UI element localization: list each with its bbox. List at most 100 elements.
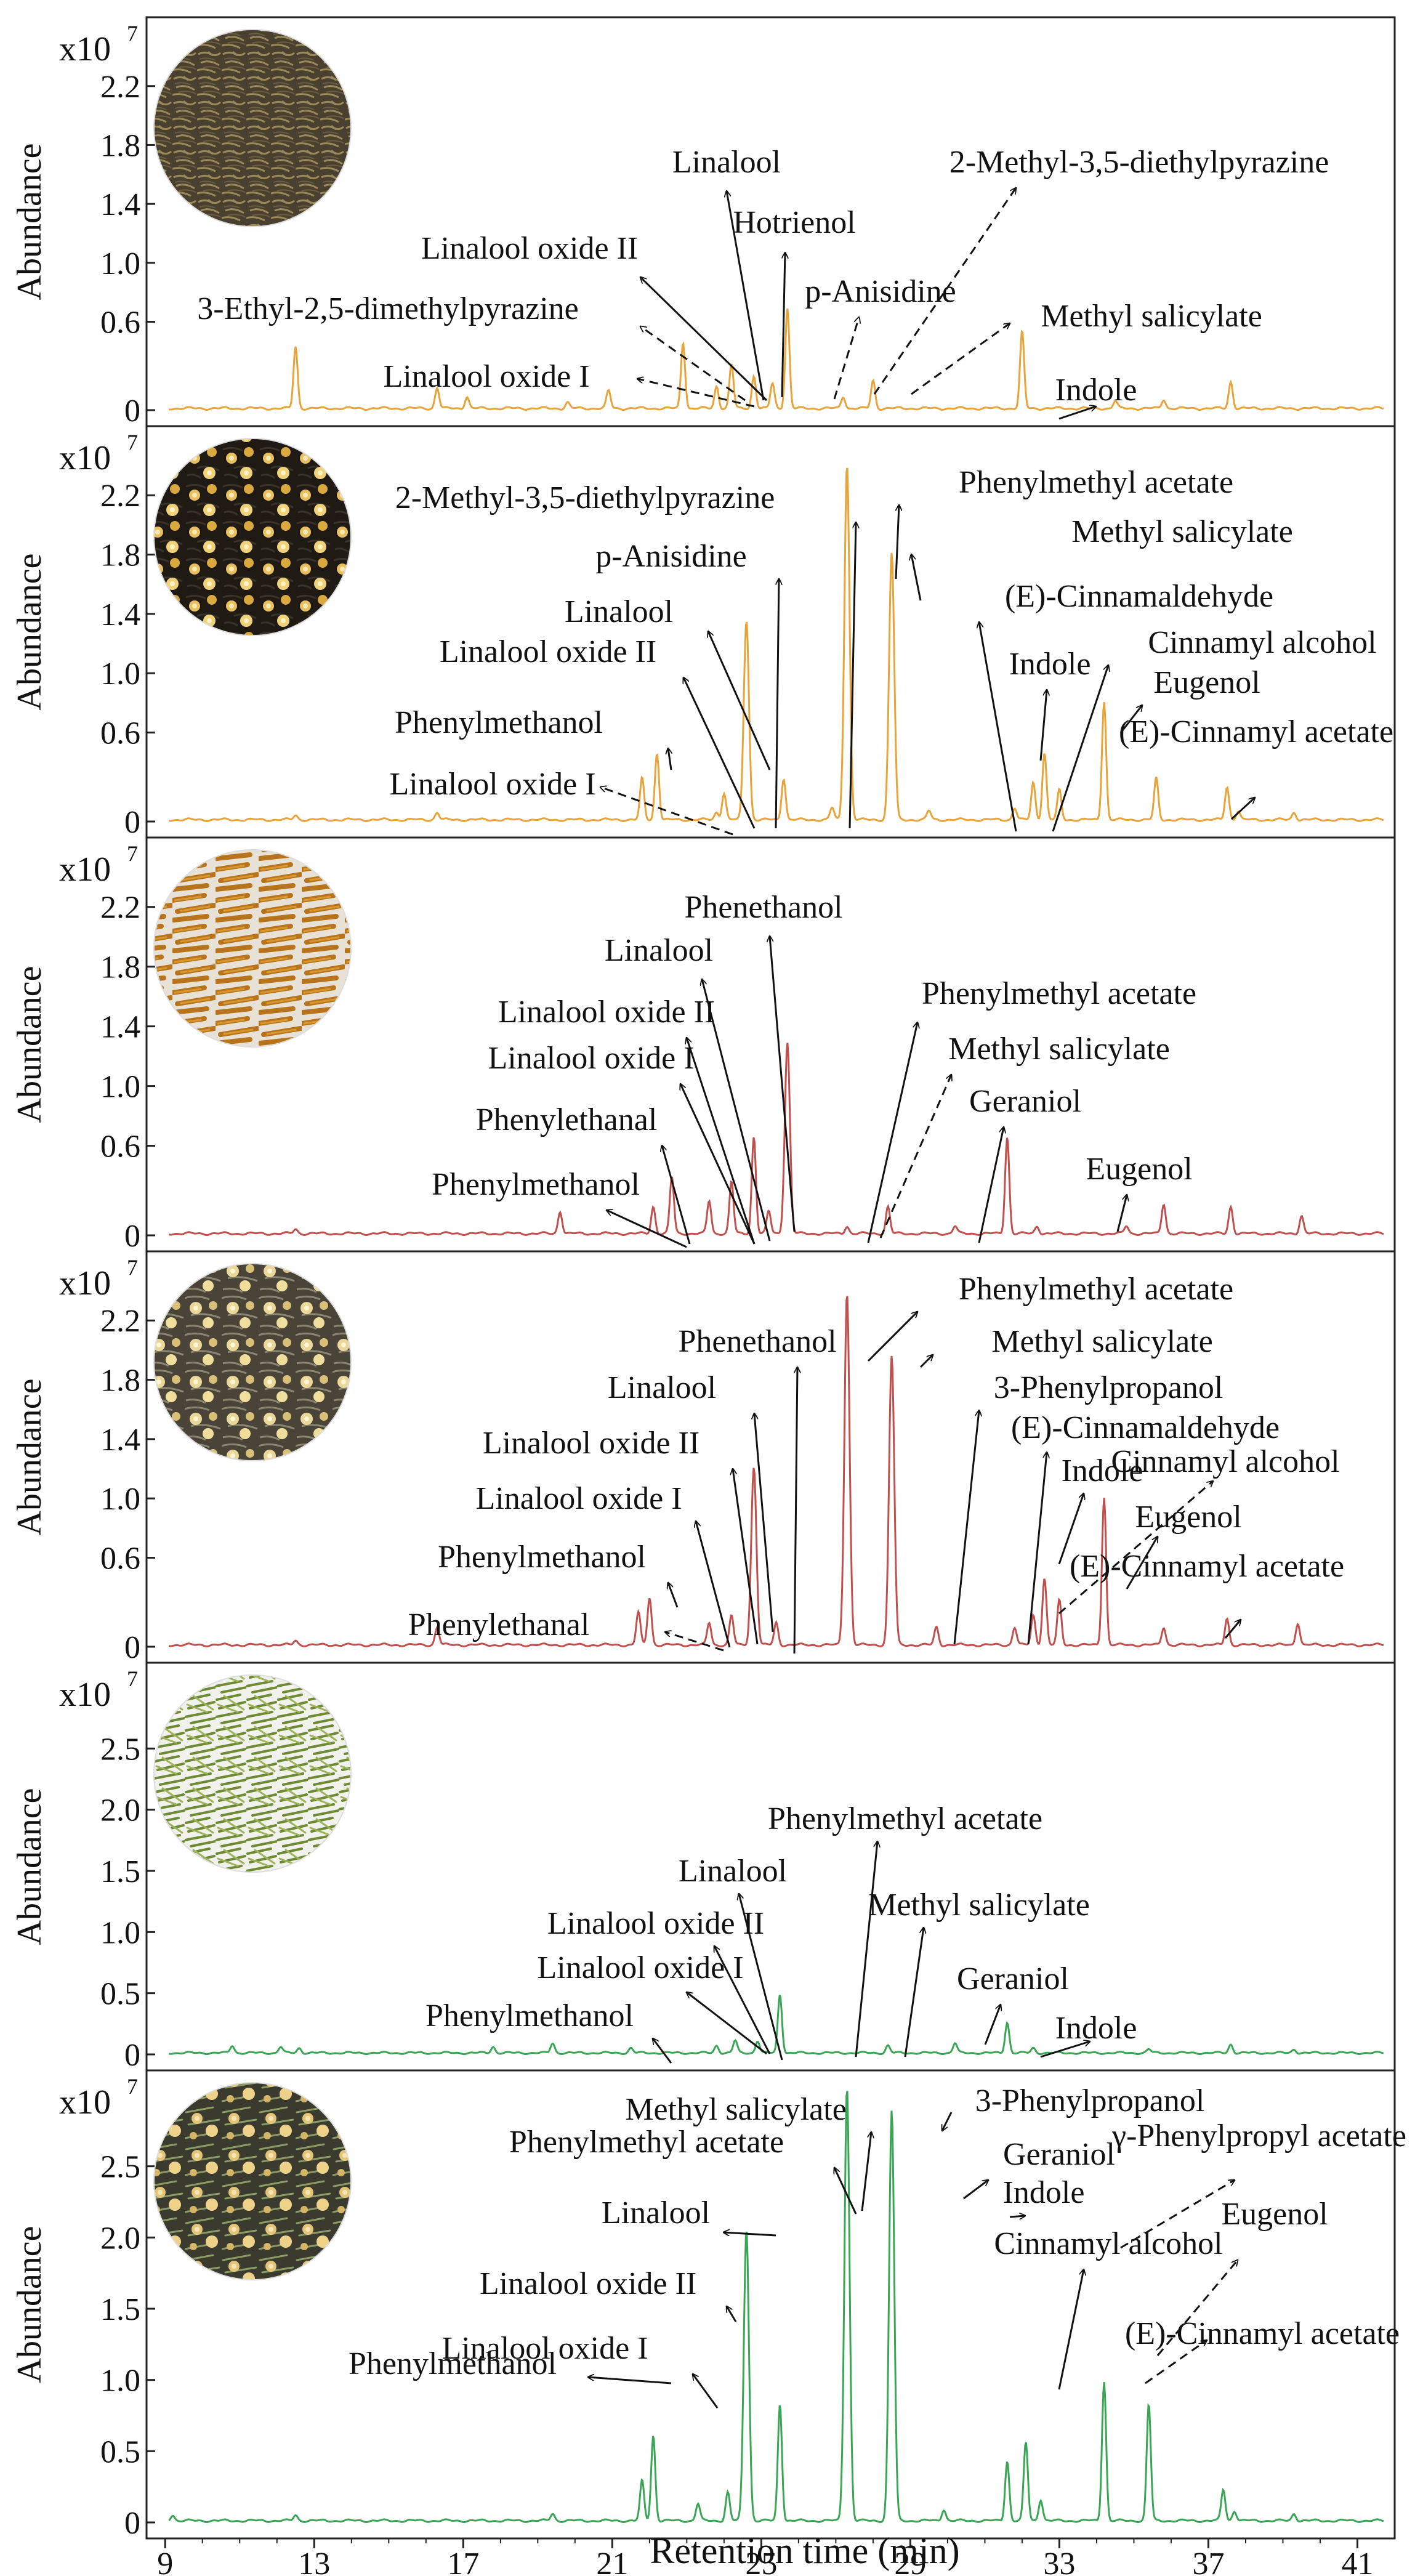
annotation-arrow <box>879 1075 951 1238</box>
annotation-arrow <box>727 191 765 401</box>
annotation-label: Cinnamyl alcohol <box>1148 625 1376 660</box>
peak-annotation: Geraniol <box>963 2137 1115 2200</box>
peak-annotation: Methyl salicylate <box>868 1888 1090 2057</box>
sample-photo <box>153 29 352 227</box>
x-tick-label: 33 <box>1043 2546 1075 2576</box>
annotation-label: Methyl salicylate <box>1071 514 1293 549</box>
annotation-arrow <box>793 1367 797 1654</box>
x-tick-label: 13 <box>298 2546 330 2576</box>
annotation-arrow <box>683 677 756 829</box>
annotation-label: 3-Phenylpropanol <box>994 1370 1224 1405</box>
chromatogram-trace <box>168 1043 1384 1237</box>
peak-annotation: Phenethanol <box>684 890 843 1232</box>
peak-annotation: Cinnamyl alcohol <box>994 2226 1223 2390</box>
annotation-arrow <box>696 1521 731 1648</box>
annotation-arrow <box>733 1469 759 1645</box>
y-tick-label: 1.0 <box>100 656 140 692</box>
annotation-label: Eugenol <box>1153 665 1260 700</box>
annotation-arrow <box>1156 2260 1238 2356</box>
annotation-arrow <box>781 252 785 398</box>
annotation-label: Phenylmethyl acetate <box>959 1272 1233 1307</box>
annotation-arrow <box>1058 406 1096 420</box>
x-tick-label: 41 <box>1341 2546 1373 2576</box>
peak-annotation: 2-Methyl-3,5-diethylpyrazine <box>873 145 1329 395</box>
peak-annotation: Linalool oxide I <box>441 2331 719 2408</box>
annotation-label: Linalool oxide II <box>440 634 656 669</box>
y-axis-exponent: 7 <box>127 1666 138 1691</box>
annotation-arrow <box>754 1413 774 1633</box>
annotation-label: Linalool oxide II <box>547 1906 764 1941</box>
annotation-arrow <box>702 979 771 1242</box>
peak-annotation: Linalool <box>608 1370 774 1633</box>
peak-annotation: Phenylmethyl acetate <box>867 976 1196 1243</box>
annotation-label: Linalool oxide I <box>475 1481 682 1516</box>
peak-annotation: p-Anisidine <box>805 274 956 400</box>
peak-annotation: Linalool oxide II <box>483 1426 759 1645</box>
peak-annotation: Eugenol <box>1086 1152 1193 1232</box>
peak-annotation: (E)-Cinnamyl acetate <box>1070 1549 1344 1639</box>
sample-photo <box>153 1263 352 1461</box>
y-tick-label: 1.8 <box>100 538 140 573</box>
annotation-label: Linalool oxide I <box>389 767 595 802</box>
peak-annotation: Phenylmethyl acetate <box>867 1272 1233 1362</box>
y-axis-multiplier: x10 <box>59 2083 111 2122</box>
x-tick-label: 17 <box>447 2546 479 2576</box>
y-tick-label: 0.6 <box>100 1541 140 1577</box>
annotation-label: Phenylmethanol <box>438 1540 646 1575</box>
peak-annotation: Linalool <box>679 1854 787 2061</box>
y-tick-label: 0 <box>124 394 140 429</box>
y-tick-label: 1.8 <box>100 950 140 985</box>
annotation-label: Linalool oxide II <box>483 1426 699 1461</box>
annotation-arrow <box>1040 2041 1090 2058</box>
annotation-arrow <box>680 1084 756 1245</box>
peak-annotation: γ-Phenylpropyl acetate <box>1111 2118 1406 2249</box>
y-axis-label: Abundance <box>10 553 49 710</box>
x-tick-label: 9 <box>157 2546 173 2576</box>
peak-annotation: Phenylmethanol <box>438 1540 679 1608</box>
peak-annotation: 3-Ethyl-2,5-dimethylpyrazine <box>197 291 746 402</box>
annotation-arrow <box>849 522 856 829</box>
annotation-label: Phenylmethyl acetate <box>959 465 1233 500</box>
annotation-label: 3-Ethyl-2,5-dimethylpyrazine <box>197 291 578 326</box>
peak-annotation: Cinnamyl alcohol <box>1052 625 1377 832</box>
annotation-label: Methyl salicylate <box>991 1324 1213 1359</box>
peak-annotation: Methyl salicylate <box>911 299 1262 395</box>
annotation-arrow <box>714 1946 771 2054</box>
annotation-arrow <box>979 622 1017 832</box>
peak-annotation: (E)-Cinnamaldehyde <box>1011 1410 1280 1645</box>
y-axis-multiplier: x10 <box>59 30 111 68</box>
sample-photo <box>153 2082 352 2280</box>
annotation-arrow <box>904 1928 924 2057</box>
peak-annotation: Cinnamyl alcohol <box>1058 1444 1340 1615</box>
annotation-label: Linalool <box>602 2195 710 2231</box>
annotation-arrow <box>1145 2340 1207 2384</box>
y-tick-label: 1.0 <box>100 1482 140 1517</box>
annotation-label: Linalool oxide I <box>488 1041 694 1076</box>
peak-annotation: Indole <box>1009 647 1090 761</box>
annotation-label: Linalool <box>605 933 713 968</box>
annotation-label: p-Anisidine <box>595 539 747 574</box>
annotation-arrow <box>668 1583 679 1608</box>
peak-annotation: Linalool oxide II <box>421 231 768 402</box>
y-tick-label: 0 <box>124 2506 140 2541</box>
x-tick-label: 29 <box>894 2546 926 2576</box>
sample-photo <box>153 1674 352 1873</box>
annotation-label: Phenylethanal <box>408 1607 590 1642</box>
x-tick-label: 21 <box>596 2546 628 2576</box>
peak-annotation: Phenylethanal <box>408 1607 724 1652</box>
annotation-label: Indole <box>1003 2175 1085 2210</box>
y-axis-label: Abundance <box>10 1378 49 1535</box>
y-tick-label: 1.5 <box>100 2292 140 2327</box>
annotation-label: Eugenol <box>1221 2197 1328 2232</box>
peak-annotation: (E)-Cinnamaldehyde <box>979 579 1273 832</box>
annotation-label: Geraniol <box>969 1084 1081 1119</box>
peak-annotation: Phenylmethanol <box>425 1998 672 2064</box>
annotation-arrow <box>855 1841 877 2057</box>
y-tick-label: 2.2 <box>100 70 140 105</box>
y-axis-label: Abundance <box>10 966 49 1123</box>
